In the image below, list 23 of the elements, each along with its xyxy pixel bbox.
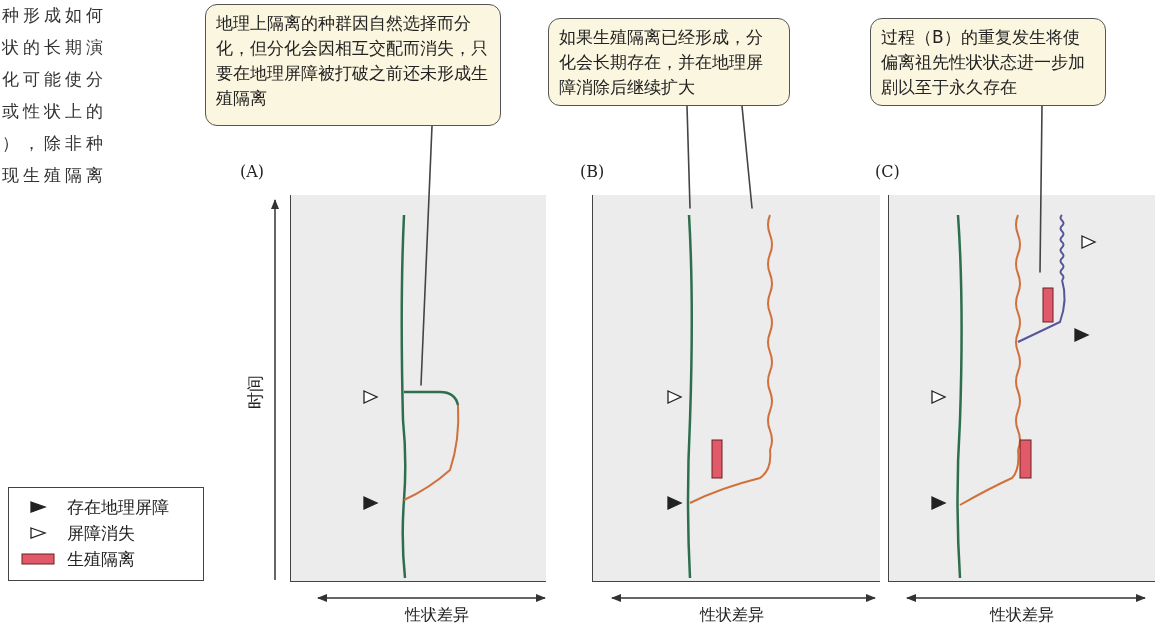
- legend-text: 存在地理屏障: [67, 496, 169, 519]
- leader-line: [686, 105, 691, 209]
- panel-heading: (C): [875, 162, 900, 181]
- callout-box: 如果生殖隔离已经形成，分化会长期存在，并在地理屏障消除后继续扩大: [548, 18, 790, 106]
- axis-label: 性状差异: [990, 605, 1054, 626]
- panel-heading: (B): [580, 162, 605, 181]
- body-text: ），除非种: [2, 132, 107, 155]
- body-text: 种形成如何: [2, 4, 107, 27]
- legend-text: 屏障消失: [67, 522, 135, 545]
- callout-box: 地理上隔离的种群因自然选择而分化，但分化会因相互交配而消失，只要在地理屏障被打破之前还未形成生殖隔离: [205, 4, 501, 126]
- body-text: 状的长期演: [2, 36, 107, 59]
- axis-label: 时间: [243, 374, 266, 409]
- axis-label: 性状差异: [700, 605, 764, 626]
- axis-label: 性状差异: [405, 605, 469, 626]
- leader-line: [741, 105, 753, 209]
- leader-line: [420, 125, 433, 386]
- callout-box: 过程（B）的重复发生将使偏离祖先性状状态进一步加剧以至于永久存在: [870, 18, 1106, 106]
- body-text: 化可能使分: [2, 68, 107, 91]
- panel-heading: (A): [240, 162, 265, 181]
- body-text: 或性状上的: [2, 100, 107, 123]
- body-text: 现生殖隔离: [2, 164, 107, 187]
- legend-text: 生殖隔离: [67, 548, 135, 571]
- leader-line: [1039, 105, 1043, 273]
